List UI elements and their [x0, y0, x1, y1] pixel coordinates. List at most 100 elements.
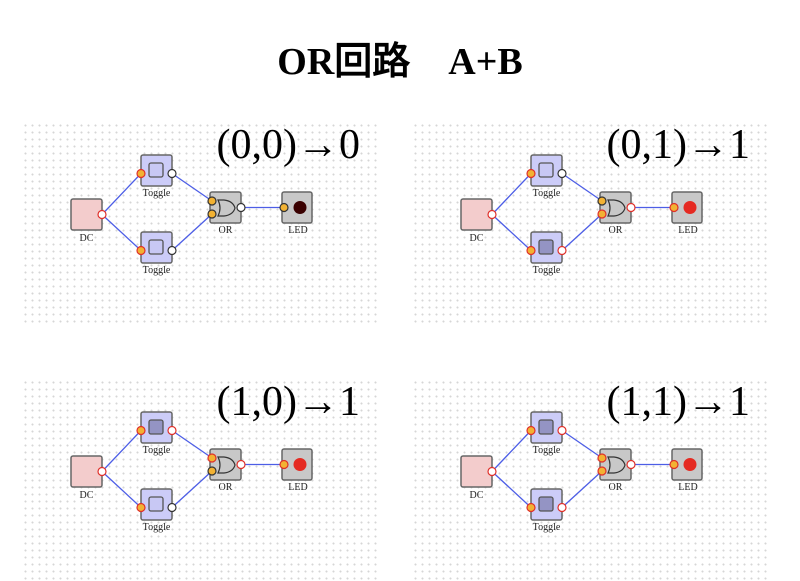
- wire: [171, 213, 213, 251]
- or-gate-body[interactable]: [209, 448, 242, 481]
- led-lamp-icon: [683, 201, 697, 214]
- toggle-label: Toggle: [143, 188, 171, 199]
- toggle-switch-icon[interactable]: [148, 496, 164, 512]
- output-pin[interactable]: [626, 459, 636, 470]
- toggle-a[interactable]: Toggle: [530, 411, 563, 456]
- output-pin[interactable]: [167, 425, 177, 436]
- input-pin[interactable]: [207, 453, 217, 463]
- dc-source[interactable]: DC: [460, 455, 493, 501]
- output-pin[interactable]: [97, 209, 107, 220]
- toggle-a[interactable]: Toggle: [140, 411, 173, 456]
- output-pin[interactable]: [557, 168, 567, 179]
- page-title: OR回路 A+B: [277, 41, 523, 83]
- output-pin[interactable]: [626, 202, 636, 213]
- output-pin[interactable]: [487, 466, 497, 477]
- output-pin[interactable]: [167, 245, 177, 256]
- dc-source[interactable]: DC: [70, 455, 103, 501]
- dc-body[interactable]: [70, 198, 103, 231]
- input-pin[interactable]: [526, 245, 536, 256]
- toggle-switch-icon[interactable]: [148, 162, 164, 178]
- output-pin[interactable]: [557, 425, 567, 436]
- dc-label: DC: [470, 490, 484, 501]
- led[interactable]: LED: [281, 191, 313, 236]
- input-pin[interactable]: [207, 196, 217, 206]
- output-pin[interactable]: [557, 502, 567, 513]
- input-pin[interactable]: [207, 466, 217, 476]
- output-pin[interactable]: [236, 459, 246, 470]
- or-gate-symbol-icon: [217, 199, 236, 217]
- dc-source[interactable]: DC: [460, 198, 493, 244]
- toggle-label: Toggle: [143, 522, 171, 533]
- output-pin[interactable]: [167, 168, 177, 179]
- dc-label: DC: [470, 233, 484, 244]
- toggle-switch-icon[interactable]: [148, 239, 164, 255]
- or-gate-label: OR: [219, 482, 233, 493]
- output-pin[interactable]: [97, 466, 107, 477]
- led-lamp-icon: [683, 458, 697, 471]
- input-pin[interactable]: [597, 196, 607, 206]
- or-gate[interactable]: OR: [599, 191, 632, 236]
- input-pin[interactable]: [597, 453, 607, 463]
- input-pin[interactable]: [207, 209, 217, 219]
- led-label: LED: [678, 482, 697, 493]
- led-label: LED: [288, 482, 307, 493]
- toggle-switch-icon[interactable]: [148, 419, 164, 435]
- toggle-switch-icon[interactable]: [538, 419, 554, 435]
- toggle-a[interactable]: Toggle: [530, 154, 563, 199]
- or-gate-body[interactable]: [599, 191, 632, 224]
- toggle-a[interactable]: Toggle: [140, 154, 173, 199]
- input-pin[interactable]: [136, 425, 146, 436]
- input-pin[interactable]: [597, 209, 607, 219]
- or-gate-body[interactable]: [599, 448, 632, 481]
- led[interactable]: LED: [671, 191, 703, 236]
- input-pin[interactable]: [597, 466, 607, 476]
- wire: [561, 429, 603, 459]
- input-pin[interactable]: [526, 502, 536, 513]
- toggle-switch-icon[interactable]: [538, 496, 554, 512]
- toggle-label: Toggle: [143, 265, 171, 276]
- dc-body[interactable]: [70, 455, 103, 488]
- truth-case-label: (1,1)→1: [606, 379, 750, 425]
- input-pin[interactable]: [669, 459, 679, 470]
- output-pin[interactable]: [167, 502, 177, 513]
- wire: [171, 470, 213, 508]
- toggle-switch-icon[interactable]: [538, 162, 554, 178]
- input-pin[interactable]: [279, 459, 289, 470]
- wire: [561, 470, 603, 508]
- input-pin[interactable]: [136, 502, 146, 513]
- wire: [171, 172, 213, 202]
- toggle-label: Toggle: [533, 522, 561, 533]
- dc-body[interactable]: [460, 198, 493, 231]
- output-pin[interactable]: [236, 202, 246, 213]
- wire: [101, 173, 142, 215]
- toggle-b[interactable]: Toggle: [140, 231, 173, 276]
- input-pin[interactable]: [526, 168, 536, 179]
- input-pin[interactable]: [279, 202, 289, 213]
- input-pin[interactable]: [526, 425, 536, 436]
- or-gate-label: OR: [219, 225, 233, 236]
- dc-body[interactable]: [460, 455, 493, 488]
- wire: [171, 429, 213, 459]
- input-pin[interactable]: [136, 245, 146, 256]
- output-pin[interactable]: [487, 209, 497, 220]
- output-pin[interactable]: [557, 245, 567, 256]
- led[interactable]: LED: [671, 448, 703, 493]
- input-pin[interactable]: [669, 202, 679, 213]
- toggle-label: Toggle: [533, 188, 561, 199]
- or-gate-body[interactable]: [209, 191, 242, 224]
- toggle-b[interactable]: Toggle: [140, 488, 173, 533]
- or-gate-symbol-icon: [607, 199, 626, 217]
- led[interactable]: LED: [281, 448, 313, 493]
- toggle-b[interactable]: Toggle: [530, 231, 563, 276]
- dc-source[interactable]: DC: [70, 198, 103, 244]
- toggle-b[interactable]: Toggle: [530, 488, 563, 533]
- input-pin[interactable]: [136, 168, 146, 179]
- truth-case-label: (1,0)→1: [216, 379, 360, 425]
- toggle-switch-icon[interactable]: [538, 239, 554, 255]
- dc-label: DC: [80, 233, 94, 244]
